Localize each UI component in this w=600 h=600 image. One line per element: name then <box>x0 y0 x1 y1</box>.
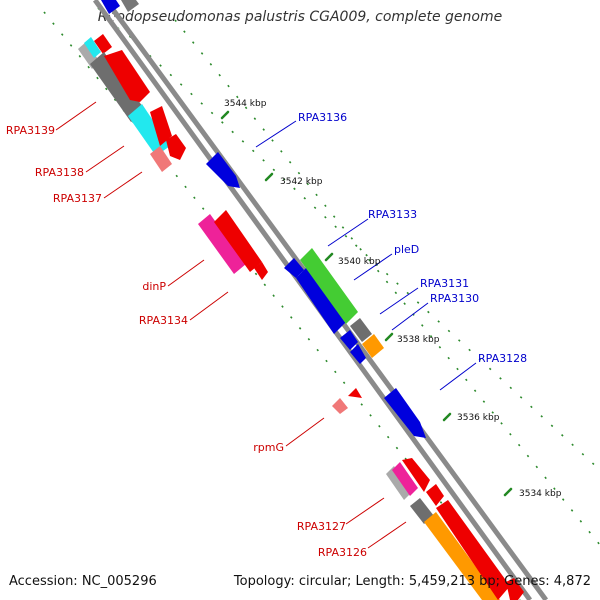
tick-label: 3540 kbp <box>338 257 381 267</box>
scale-ticks <box>220 110 513 497</box>
gene-feature-rpa3133[interactable] <box>296 266 346 334</box>
tick-label: 3536 kbp <box>457 413 500 423</box>
gene-feature-rpa3126-grey[interactable] <box>410 498 434 524</box>
gene-feature-rpa3138-red[interactable] <box>150 106 172 146</box>
leader-rpa3137 <box>103 171 143 199</box>
gene-feature-rpa3133-small[interactable] <box>284 258 304 278</box>
scale-tick-labels: 3544 kbp 3542 kbp 3540 kbp 3538 kbp 3536… <box>224 99 562 499</box>
gene-feature-rpa3131[interactable] <box>340 330 358 350</box>
gene-feature-rpa3126-red[interactable] <box>436 500 510 600</box>
gene-label-rpa3130: RPA3130 <box>430 292 479 305</box>
leader-rpa3134 <box>189 291 229 321</box>
gene-feature-rpa3128[interactable] <box>384 388 426 438</box>
leader-rpa3138 <box>85 145 125 173</box>
leader-pled <box>353 253 393 281</box>
gene-label-rpa3139: RPA3139 <box>6 124 55 137</box>
gene-label-rpa3138: RPA3138 <box>35 166 84 179</box>
leader-rpa3130 <box>391 302 429 331</box>
gene-label-rpa3137: RPA3137 <box>53 192 102 205</box>
gene-feature-rpmg-red[interactable] <box>348 388 362 398</box>
gene-feature-rpa3127-red[interactable] <box>402 458 430 492</box>
gene-feature-rpa3134-arrow[interactable] <box>254 262 268 280</box>
gene-feature-rpmg-pink[interactable] <box>332 398 348 414</box>
leader-dinp <box>167 259 205 287</box>
gene-label-rpa3126: RPA3126 <box>318 546 367 559</box>
gene-feature-rpa3134[interactable] <box>214 210 262 272</box>
gene-feature-rpa3130[interactable] <box>362 334 384 358</box>
tick-label: 3544 kbp <box>224 99 267 109</box>
gene-label-rpa3131: RPA3131 <box>420 277 469 290</box>
tick-mark <box>503 487 513 497</box>
leader-rpa3127 <box>345 497 385 525</box>
gene-label-rpa3128: RPA3128 <box>478 352 527 365</box>
leader-rpa3136 <box>255 120 297 148</box>
tick-mark <box>264 172 274 182</box>
tick-label: 3538 kbp <box>397 335 440 345</box>
gene-feature-rpa3137[interactable] <box>150 146 172 172</box>
gene-feature-rpa3131-arrow[interactable] <box>350 344 366 364</box>
tick-mark <box>384 332 394 342</box>
map-title: Rhodopseudomonas palustris CGA009, compl… <box>97 9 503 25</box>
tick-mark <box>220 110 230 120</box>
reverse-gene-labels: RPA3139 RPA3138 RPA3137 dinP RPA3134 rpm… <box>6 124 367 559</box>
gene-label-rpmg: rpmG <box>253 441 284 454</box>
gene-feature-rpa3126-red-end[interactable] <box>506 578 524 600</box>
gene-feature-rpa3138-red-arrow[interactable] <box>166 134 186 160</box>
leader-rpa3128 <box>439 362 477 391</box>
gene-feature-rpa3139-cyan-small[interactable] <box>84 37 101 58</box>
forward-gene-labels: RPA3136 RPA3133 pleD RPA3131 RPA3130 RPA… <box>298 111 527 365</box>
gene-label-dinp: dinP <box>142 280 166 293</box>
gene-feature-rpa3126[interactable] <box>424 512 500 600</box>
gene-feature-top-blue[interactable] <box>101 0 120 14</box>
gene-feature-rpa3139[interactable] <box>90 52 145 122</box>
gene-feature-dinp[interactable] <box>198 214 246 274</box>
tick-mark <box>442 412 452 422</box>
leader-rpa3139 <box>55 101 97 131</box>
guide-dots-outer <box>174 19 600 546</box>
leader-rpa3131 <box>379 287 419 315</box>
gene-feature-rpa3136[interactable] <box>206 152 240 188</box>
gene-feature-rpa3131-grey[interactable] <box>350 318 372 342</box>
gene-feature-rpa3139-red-small[interactable] <box>94 34 112 54</box>
leader-rpmg <box>285 417 325 447</box>
accession-text: Accession: NC_005296 <box>9 574 157 589</box>
gene-label-rpa3134: RPA3134 <box>139 314 188 327</box>
tick-label: 3542 kbp <box>280 177 323 187</box>
gene-feature-top-grey[interactable] <box>121 0 139 12</box>
gene-feature-rpa3127-pink[interactable] <box>392 462 418 496</box>
gene-feature-rpa3127-red-arrow[interactable] <box>426 484 444 506</box>
gene-label-pled: pleD <box>394 243 419 256</box>
guide-dots-upper <box>97 7 600 471</box>
genome-summary-text: Topology: circular; Length: 5,459,213 bp… <box>233 574 591 589</box>
gene-feature-pled[interactable] <box>300 248 358 324</box>
gene-label-rpa3127: RPA3127 <box>297 520 346 533</box>
leader-rpa3126 <box>367 521 407 549</box>
gene-feature-rpa3127-grey[interactable] <box>386 466 412 500</box>
tick-mark <box>324 252 334 262</box>
label-leaders <box>55 101 477 549</box>
leader-rpa3133 <box>327 218 369 247</box>
tick-label: 3534 kbp <box>519 489 562 499</box>
gene-label-rpa3136: RPA3136 <box>298 111 347 124</box>
gene-label-rpa3133: RPA3133 <box>368 208 417 221</box>
gene-feature-rpa3139-red[interactable] <box>104 50 150 102</box>
